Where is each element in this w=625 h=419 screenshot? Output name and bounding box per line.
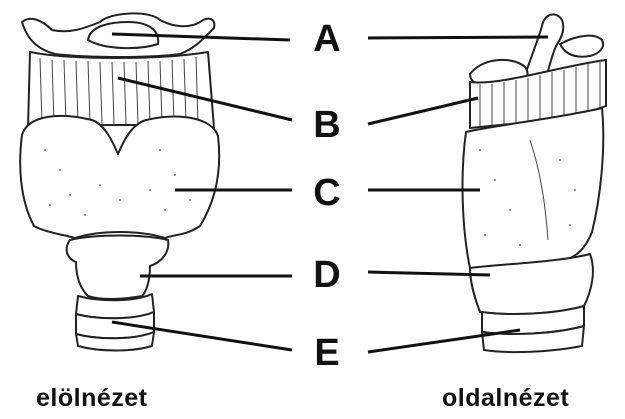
leader-line-a-right [368,37,548,38]
front-cricoid-cartilage [67,236,169,300]
larynx-side-view [463,14,606,352]
larynx-front-view [20,13,219,350]
side-thyroid-cartilage [463,108,604,268]
label-e: E [297,333,357,373]
caption-front-view: elölnézet [36,383,147,413]
caption-side-view: oldalnézet [442,383,569,413]
label-d: D [297,255,357,295]
side-hyoid-horn [560,36,603,57]
label-b: B [297,105,357,145]
label-a: A [297,19,357,59]
front-thyroid-cartilage [20,116,219,238]
label-c: C [297,173,357,213]
leader-line-b-right [368,98,478,124]
